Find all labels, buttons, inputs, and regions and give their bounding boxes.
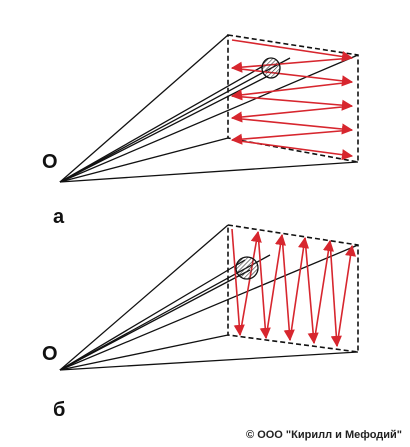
object-a [261, 57, 281, 79]
panel-b: О б [42, 224, 359, 421]
panel-a: О а [42, 34, 359, 228]
scan-path-a [230, 39, 354, 161]
panel-label-a: а [53, 206, 65, 228]
projection-lines-b [59, 224, 359, 371]
copyright-notice: © ООО "Кирилл и Мефодий" [246, 429, 402, 441]
origin-label-b: О [42, 343, 58, 365]
projection-lines-a [59, 34, 359, 183]
scan-frame-a [227, 34, 359, 163]
panel-label-b: б [53, 399, 65, 421]
origin-label-a: О [42, 151, 58, 173]
object-b [235, 256, 259, 280]
scan-path-b [231, 228, 357, 348]
